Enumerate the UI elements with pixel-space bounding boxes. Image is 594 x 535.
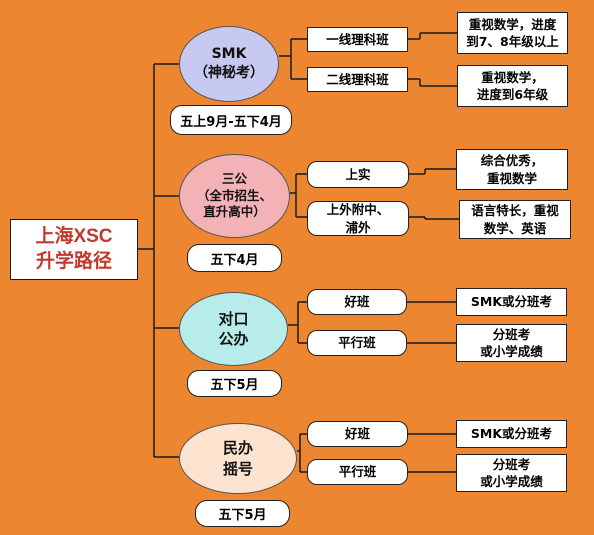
group-minban-option-1: 好班 xyxy=(307,421,408,447)
group-smk-time: 五上9月-五下4月 xyxy=(170,105,292,135)
group-sangong-desc-1: 综合优秀， 重视数学 xyxy=(456,149,568,190)
group-minban-time: 五下5月 xyxy=(195,500,290,527)
group-duikou-desc-2: 分班考 或小学成绩 xyxy=(456,324,567,362)
group-sangong-desc-2: 语言特长，重视 数学、英语 xyxy=(459,200,571,239)
group-minban-option-2: 平行班 xyxy=(307,459,408,485)
group-smk-option-2: 二线理科班 xyxy=(307,67,408,92)
group-smk-desc-1: 重视数学，进度 到7、8年级以上 xyxy=(457,12,568,54)
group-smk-node: SMK （神秘考） xyxy=(179,26,279,102)
group-sangong-node: 三公 （全市招生、 直升高中） xyxy=(179,154,290,238)
group-duikou-time: 五下5月 xyxy=(187,370,282,397)
group-smk-desc-2: 重视数学， 进度到6年级 xyxy=(457,65,568,107)
group-sangong-option-1: 上实 xyxy=(307,161,409,188)
group-duikou-node: 对口 公办 xyxy=(179,292,288,366)
group-duikou-option-1: 好班 xyxy=(307,289,407,315)
group-minban-node: 民办 摇号 xyxy=(179,423,297,494)
group-minban-desc-1: SMK或分班考 xyxy=(456,420,567,448)
root-title: 上海XSC 升学路径 xyxy=(10,219,138,280)
group-minban-desc-2: 分班考 或小学成绩 xyxy=(456,454,567,492)
group-sangong-option-2: 上外附中、 浦外 xyxy=(307,201,409,236)
group-duikou-option-2: 平行班 xyxy=(307,330,407,356)
group-smk-option-1: 一线理科班 xyxy=(307,27,408,52)
group-duikou-desc-1: SMK或分班考 xyxy=(456,288,567,316)
group-sangong-time: 五下4月 xyxy=(187,244,282,272)
